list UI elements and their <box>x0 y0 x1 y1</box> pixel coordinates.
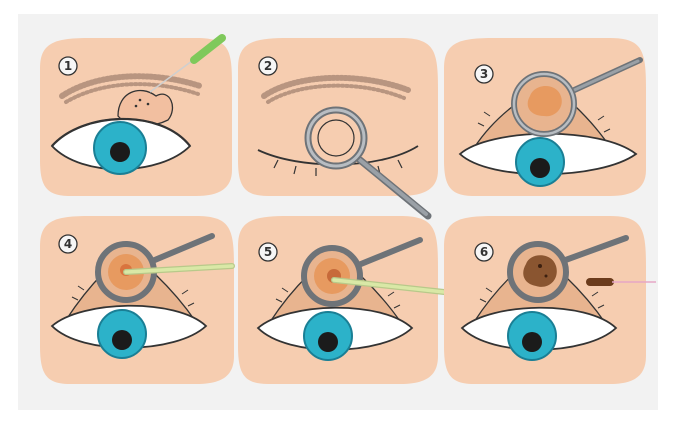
swab-icon <box>123 263 235 275</box>
syringe-icon <box>190 34 226 64</box>
step-1-number: 1 <box>64 59 72 73</box>
step-6-panel: 6 <box>444 216 656 384</box>
step-6-number: 6 <box>480 245 488 259</box>
step-1-badge <box>58 56 78 76</box>
step-2-badge <box>258 56 278 76</box>
step-2-number: 2 <box>264 59 272 73</box>
clamp-icon <box>507 235 629 303</box>
step-1-panel: 1 <box>40 34 232 196</box>
everted-clamp-icon <box>511 57 643 137</box>
step-4-badge <box>58 234 78 254</box>
step-3-number: 3 <box>480 67 488 81</box>
chalazion-clamp-icon <box>304 106 432 220</box>
step-4-panel: 4 <box>40 216 235 384</box>
curette-swab-icon <box>331 277 447 295</box>
step-3-badge <box>474 64 494 84</box>
step-4-number: 4 <box>64 237 72 251</box>
step-2-panel: 2 <box>238 38 438 220</box>
clamp-icon <box>301 237 423 307</box>
step-5-badge <box>258 242 278 262</box>
step-5-panel: 5 <box>238 216 447 384</box>
step-6-badge <box>474 242 494 262</box>
step-5-number: 5 <box>264 245 272 259</box>
step-3-panel: 3 <box>444 38 646 196</box>
